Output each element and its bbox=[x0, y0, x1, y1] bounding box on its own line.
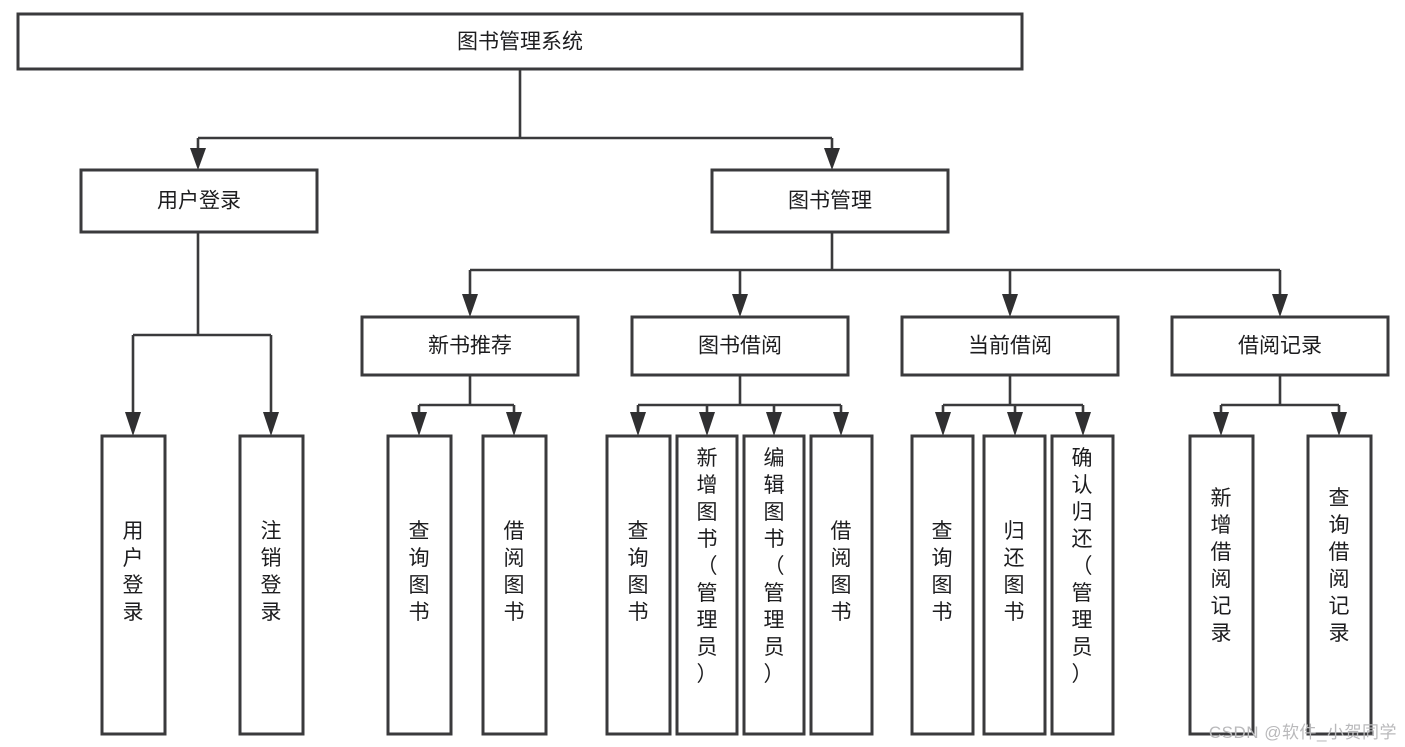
arrowhead-book-borrow bbox=[732, 294, 748, 317]
node-leaf-borrow-book-1-label: 借阅图书 bbox=[504, 520, 525, 624]
node-leaf-user-login-label: 用户登录 bbox=[123, 520, 144, 624]
node-leaf-query-book-2-box[interactable] bbox=[605, 434, 672, 736]
node-leaf-query-book-1[interactable]: 查询图书 bbox=[386, 434, 453, 736]
arrowhead-current-borrow bbox=[1002, 294, 1018, 317]
node-root-label: 图书管理系统 bbox=[457, 31, 583, 54]
arrowhead-new-book-rec bbox=[462, 294, 478, 317]
node-root[interactable]: 图书管理系统 bbox=[16, 12, 1024, 71]
node-leaf-borrow-book-2[interactable]: 借阅图书 bbox=[809, 434, 874, 736]
node-user-login-box[interactable] bbox=[79, 168, 319, 234]
node-root-box[interactable] bbox=[16, 12, 1024, 71]
node-book-manage-label: 图书管理 bbox=[788, 190, 872, 213]
node-leaf-query-book-1-box[interactable] bbox=[386, 434, 453, 736]
arrowhead-borrow-record bbox=[1272, 294, 1288, 317]
node-book-borrow-label: 图书借阅 bbox=[698, 335, 782, 358]
node-leaf-query-book-2-label: 查询图书 bbox=[628, 520, 649, 624]
node-leaf-add-record-box[interactable] bbox=[1188, 434, 1255, 736]
node-leaf-query-book-1-label: 查询图书 bbox=[409, 520, 430, 624]
node-leaf-return-book-box[interactable] bbox=[982, 434, 1047, 736]
node-leaf-borrow-book-1-box[interactable] bbox=[481, 434, 548, 736]
arrowhead-book-manage bbox=[824, 148, 840, 170]
node-current-borrow-label: 当前借阅 bbox=[968, 335, 1052, 358]
arrowhead-leaf-borrow-book-2 bbox=[833, 412, 849, 436]
arrowhead-user-login bbox=[190, 148, 206, 170]
node-current-borrow[interactable]: 当前借阅 bbox=[900, 315, 1120, 377]
node-book-manage-box[interactable] bbox=[710, 168, 950, 234]
node-new-book-rec[interactable]: 新书推荐 bbox=[360, 315, 580, 377]
arrowhead-leaf-add-record bbox=[1213, 412, 1229, 436]
node-leaf-return-book-label: 归还图书 bbox=[1004, 520, 1025, 624]
node-leaf-user-logout-label: 注销登录 bbox=[261, 520, 282, 624]
node-leaf-user-login[interactable]: 用户登录 bbox=[100, 434, 167, 736]
node-leaf-edit-book[interactable]: 编辑图书（管理员） bbox=[742, 434, 806, 736]
node-user-login[interactable]: 用户登录 bbox=[79, 168, 319, 234]
node-borrow-record-label: 借阅记录 bbox=[1238, 335, 1322, 358]
node-leaf-add-book-label: 新增图书（管理员） bbox=[697, 447, 718, 686]
node-new-book-rec-label: 新书推荐 bbox=[428, 335, 512, 358]
node-leaf-borrow-book-1[interactable]: 借阅图书 bbox=[481, 434, 548, 736]
node-leaf-add-book[interactable]: 新增图书（管理员） bbox=[675, 434, 739, 736]
node-leaf-edit-book-label: 编辑图书（管理员） bbox=[764, 447, 785, 686]
node-leaf-query-book-3-box[interactable] bbox=[910, 434, 975, 736]
node-book-borrow[interactable]: 图书借阅 bbox=[630, 315, 850, 377]
node-new-book-rec-box[interactable] bbox=[360, 315, 580, 377]
node-leaf-query-book-2[interactable]: 查询图书 bbox=[605, 434, 672, 736]
connector-group bbox=[125, 69, 1347, 436]
arrowhead-leaf-query-record bbox=[1331, 412, 1347, 436]
node-borrow-record-box[interactable] bbox=[1170, 315, 1390, 377]
arrowhead-leaf-user-logout bbox=[263, 412, 279, 436]
arrowhead-leaf-query-book-1 bbox=[411, 412, 427, 436]
node-leaf-borrow-book-2-label: 借阅图书 bbox=[831, 520, 852, 624]
node-leaf-add-record-label: 新增借阅记录 bbox=[1211, 487, 1232, 645]
arrowhead-leaf-edit-book bbox=[766, 412, 782, 436]
arrowhead-leaf-query-book-2 bbox=[630, 412, 646, 436]
node-book-borrow-box[interactable] bbox=[630, 315, 850, 377]
node-leaf-query-record-box[interactable] bbox=[1306, 434, 1373, 736]
node-leaf-confirm-return-box[interactable] bbox=[1050, 434, 1115, 736]
node-book-manage[interactable]: 图书管理 bbox=[710, 168, 950, 234]
node-leaf-query-book-3-label: 查询图书 bbox=[932, 520, 953, 624]
node-leaf-return-book[interactable]: 归还图书 bbox=[982, 434, 1047, 736]
arrowhead-leaf-borrow-book-1 bbox=[506, 412, 522, 436]
node-leaf-user-logout[interactable]: 注销登录 bbox=[238, 434, 305, 736]
node-leaf-edit-book-box[interactable] bbox=[742, 434, 806, 736]
node-leaf-confirm-return[interactable]: 确认归还（管理员） bbox=[1050, 434, 1115, 736]
node-current-borrow-box[interactable] bbox=[900, 315, 1120, 377]
node-leaf-user-logout-box[interactable] bbox=[238, 434, 305, 736]
node-leaf-add-book-box[interactable] bbox=[675, 434, 739, 736]
arrowhead-leaf-user-login bbox=[125, 412, 141, 436]
node-leaf-add-record[interactable]: 新增借阅记录 bbox=[1188, 434, 1255, 736]
node-user-login-label: 用户登录 bbox=[157, 190, 241, 213]
node-leaf-query-record[interactable]: 查询借阅记录 bbox=[1306, 434, 1373, 736]
node-leaf-borrow-book-2-box[interactable] bbox=[809, 434, 874, 736]
arrowhead-leaf-confirm-return bbox=[1075, 412, 1091, 436]
node-borrow-record[interactable]: 借阅记录 bbox=[1170, 315, 1390, 377]
node-leaf-query-record-label: 查询借阅记录 bbox=[1329, 487, 1350, 645]
node-leaf-confirm-return-label: 确认归还（管理员） bbox=[1072, 447, 1093, 686]
arrowhead-leaf-return-book bbox=[1007, 412, 1023, 436]
node-leaf-query-book-3[interactable]: 查询图书 bbox=[910, 434, 975, 736]
csdn-watermark: CSDN @软件_小贺同学 bbox=[1208, 723, 1397, 742]
arrowhead-leaf-add-book bbox=[699, 412, 715, 436]
node-leaf-user-login-box[interactable] bbox=[100, 434, 167, 736]
arrowhead-leaf-query-book-3 bbox=[935, 412, 951, 436]
